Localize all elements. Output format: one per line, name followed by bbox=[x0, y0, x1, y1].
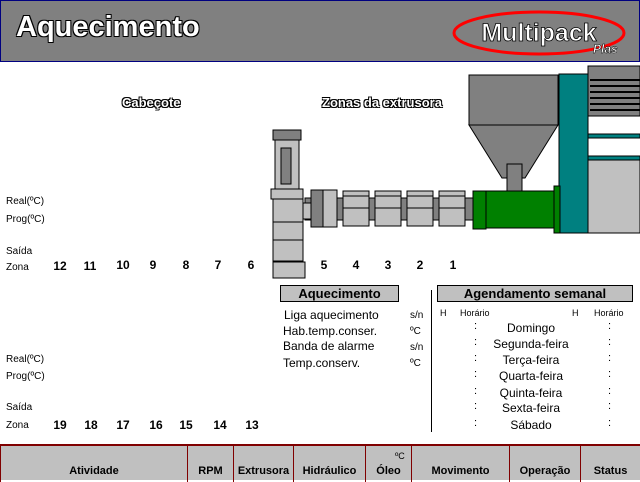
schedule-panel-title: Agendamento semanal bbox=[437, 285, 633, 302]
zone-number: 11 bbox=[83, 259, 97, 273]
bottom-cell-atividade[interactable]: Atividade bbox=[0, 446, 187, 482]
bottom-cell-movimento[interactable]: Movimento bbox=[411, 446, 509, 482]
bottom-cell-status[interactable]: Status bbox=[580, 446, 640, 482]
schedule-time-sep: : bbox=[474, 385, 478, 397]
zone-number: 9 bbox=[149, 258, 157, 272]
schedule-time-sep: : bbox=[608, 368, 612, 380]
schedule-time-sep: : bbox=[608, 320, 612, 332]
bottom-cell-extrusora[interactable]: Extrusora bbox=[233, 446, 293, 482]
schedule-time-sep: : bbox=[474, 368, 478, 380]
bottom-cell-oleo[interactable]: Óleo bbox=[365, 446, 411, 482]
upper-prog-label: Prog(ºC) bbox=[6, 214, 45, 225]
heating-item-label: Banda de alarme bbox=[283, 339, 375, 353]
zone-number: 14 bbox=[213, 418, 227, 432]
upper-zona-label: Zona bbox=[6, 262, 29, 273]
lower-zona-label: Zona bbox=[6, 420, 29, 431]
zone-number: 13 bbox=[245, 418, 259, 432]
heating-item-unit: s/n bbox=[410, 310, 424, 321]
schedule-horario-header: Horário bbox=[594, 308, 624, 318]
lower-prog-label: Prog(ºC) bbox=[6, 371, 45, 382]
schedule-horario-header: Horário bbox=[460, 308, 490, 318]
schedule-time-sep: : bbox=[608, 352, 612, 364]
zone-number: 17 bbox=[116, 418, 130, 432]
zone-number: 8 bbox=[182, 258, 190, 272]
panel-divider bbox=[431, 290, 432, 432]
schedule-time-sep: : bbox=[474, 417, 478, 429]
schedule-day: Sábado bbox=[510, 418, 552, 432]
schedule-day: Sexta-feira bbox=[501, 401, 561, 415]
barrel-zone-number: 2 bbox=[416, 258, 424, 272]
schedule-h-header: H bbox=[572, 308, 579, 318]
schedule-day: Terça-feira bbox=[502, 353, 560, 367]
heating-item-unit: ºC bbox=[410, 326, 421, 337]
zone-number: 16 bbox=[149, 418, 163, 432]
multipack-logo: Multipack Plas bbox=[452, 10, 626, 56]
barrel-zone-number: 4 bbox=[352, 258, 360, 272]
zone-number: 7 bbox=[214, 258, 222, 272]
heating-panel-title: Aquecimento bbox=[280, 285, 399, 302]
head-section-title: Cabeçote bbox=[122, 95, 181, 110]
heating-item-unit: ºC bbox=[410, 358, 421, 369]
upper-saida-label: Saída bbox=[6, 246, 33, 257]
heating-item-label: Temp.conserv. bbox=[283, 356, 361, 370]
bottom-cell-rpm[interactable]: RPM bbox=[187, 446, 233, 482]
zone-number: 6 bbox=[247, 258, 255, 272]
zone-number: 10 bbox=[116, 258, 130, 272]
schedule-day: Quinta-feira bbox=[499, 386, 563, 400]
schedule-day: Segunda-feira bbox=[493, 337, 569, 351]
barrel-zone-number: 1 bbox=[449, 258, 457, 272]
svg-text:Plas: Plas bbox=[593, 42, 618, 56]
zone-number: 18 bbox=[84, 418, 98, 432]
zone-number: 19 bbox=[53, 418, 67, 432]
heating-item-unit: s/n bbox=[410, 342, 424, 353]
schedule-time-sep: : bbox=[608, 336, 612, 348]
schedule-time-sep: : bbox=[474, 400, 478, 412]
schedule-time-sep: : bbox=[474, 336, 478, 348]
schedule-time-sep: : bbox=[608, 385, 612, 397]
page-title: Aquecimento bbox=[16, 11, 200, 43]
zones-section-title: Zonas da extrusora bbox=[322, 95, 442, 110]
heating-item-label: Hab.temp.conser. bbox=[283, 324, 378, 338]
barrel-zone-number: 3 bbox=[384, 258, 392, 272]
lower-saida-label: Saída bbox=[6, 402, 33, 413]
schedule-time-sep: : bbox=[474, 320, 478, 332]
header-bar: Aquecimento Multipack Plas bbox=[0, 0, 640, 62]
lower-real-label: Real(ºC) bbox=[6, 354, 45, 365]
schedule-day: Domingo bbox=[506, 321, 556, 335]
bottom-cell-hidraulico[interactable]: Hidráulico bbox=[293, 446, 365, 482]
bottom-cell-operacao[interactable]: Operação bbox=[509, 446, 580, 482]
schedule-time-sep: : bbox=[474, 352, 478, 364]
schedule-h-header: H bbox=[440, 308, 447, 318]
schedule-time-sep: : bbox=[608, 400, 612, 412]
schedule-time-sep: : bbox=[608, 417, 612, 429]
bottom-status-bar: Atividade RPM Extrusora Hidráulico Óleo … bbox=[0, 444, 640, 482]
zone-number: 12 bbox=[53, 259, 67, 273]
upper-real-label: Real(ºC) bbox=[6, 196, 45, 207]
svg-text:Multipack: Multipack bbox=[481, 19, 596, 47]
heating-item-label: Liga aquecimento bbox=[284, 308, 379, 322]
zone-number: 15 bbox=[179, 418, 193, 432]
barrel-zone-number: 5 bbox=[320, 258, 328, 272]
oleo-unit: ºC bbox=[395, 451, 405, 461]
schedule-day: Quarta-feira bbox=[498, 369, 564, 383]
